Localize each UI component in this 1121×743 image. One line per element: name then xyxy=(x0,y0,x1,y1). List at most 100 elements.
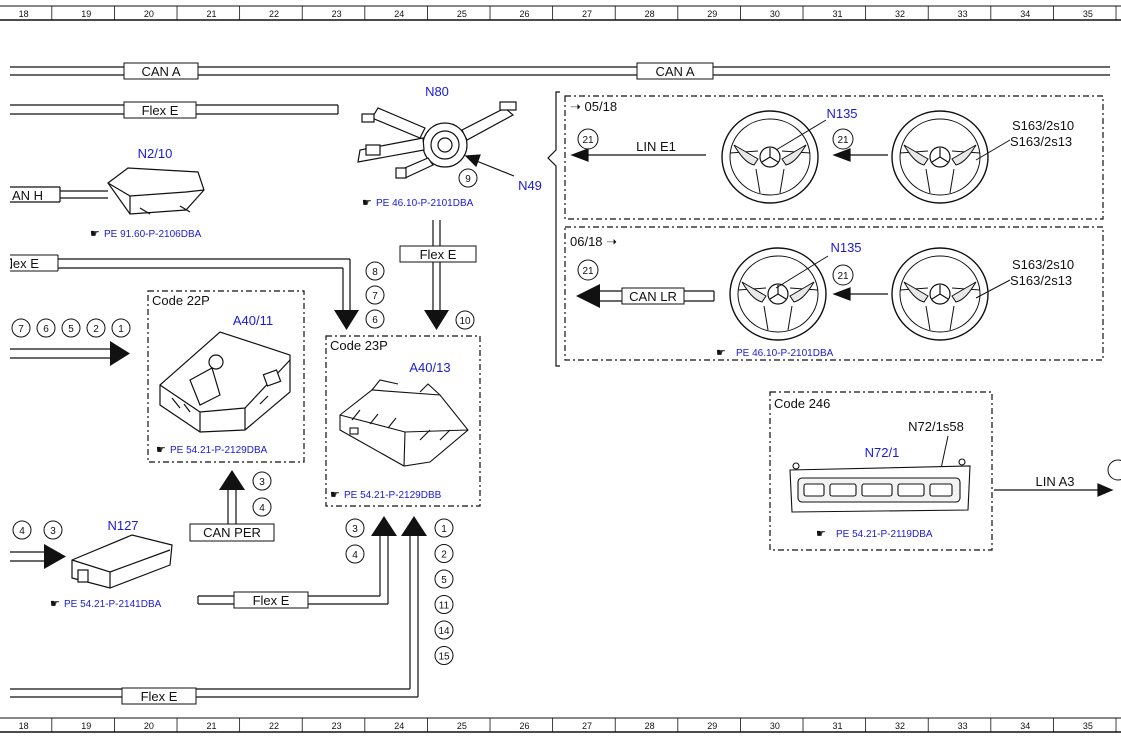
n135-label-lower: N135 xyxy=(830,240,861,255)
n72-1s58-label: N72/1s58 xyxy=(908,419,964,434)
can-lr-arrow xyxy=(576,284,600,308)
grid-cell: 22 xyxy=(269,718,303,732)
n49-label: N49 xyxy=(518,178,542,193)
grid-cell: 22 xyxy=(269,6,303,20)
svg-text:30: 30 xyxy=(770,9,780,19)
n72-1-label: N72/1 xyxy=(865,445,900,460)
arrow-into-a40-13 xyxy=(424,310,449,330)
circle-number: 14 xyxy=(434,620,454,640)
can-lr-label: CAN LR xyxy=(629,289,677,304)
circle-number: 2 xyxy=(434,544,454,563)
svg-text:☛: ☛ xyxy=(156,444,166,456)
left-arrow-head xyxy=(110,341,130,366)
svg-text:5: 5 xyxy=(68,324,74,335)
svg-text:PE 54.21-P-2129DBA: PE 54.21-P-2129DBA xyxy=(170,445,268,456)
version-from-label: ➝ 05/18 xyxy=(570,99,617,114)
grid-cell: 35 xyxy=(1083,718,1117,732)
a40-11-label: A40/11 xyxy=(233,313,273,328)
svg-text:28: 28 xyxy=(645,9,655,19)
svg-text:21: 21 xyxy=(837,135,849,146)
svg-text:2: 2 xyxy=(441,550,447,561)
circle-number: 6 xyxy=(36,318,56,338)
flex-e-left-bus xyxy=(10,258,351,310)
circle-number: 8 xyxy=(365,261,385,281)
svg-text:21: 21 xyxy=(206,9,216,19)
svg-text:☛: ☛ xyxy=(50,598,60,610)
arrow-into-code23p xyxy=(334,310,359,330)
ref-n135: ☛ PE 46.10-P-2101DBA xyxy=(716,347,834,359)
svg-text:6: 6 xyxy=(372,315,378,326)
ref-n80: ☛ PE 46.10-P-2101DBA xyxy=(362,197,474,209)
version-until-label: 06/18 ➝ xyxy=(570,234,617,249)
n127-label: N127 xyxy=(107,518,138,533)
svg-text:4: 4 xyxy=(352,550,358,561)
circle-number: 3 xyxy=(43,520,63,540)
steering-wheel-n135-upper xyxy=(721,110,819,204)
grid-cell: 28 xyxy=(645,718,679,732)
svg-text:32: 32 xyxy=(895,721,905,731)
ref-n2-10: ☛ PE 91.60-P-2106DBA xyxy=(90,228,202,240)
circle-number: 6 xyxy=(365,309,385,329)
code-23p-label: Code 23P xyxy=(330,338,388,353)
steering-wheel-s163-lower xyxy=(891,247,989,341)
svg-text:14: 14 xyxy=(438,626,450,637)
circle-number: 5 xyxy=(434,569,454,589)
svg-text:23: 23 xyxy=(332,9,342,19)
n135-leader-upper xyxy=(775,119,827,151)
ref-a40-13: ☛ PE 54.21-P-2129DBB xyxy=(330,489,442,501)
circles-stack-upper: 8 7 6 xyxy=(365,261,385,329)
svg-text:24: 24 xyxy=(394,9,404,19)
a40-13-label: A40/13 xyxy=(409,360,450,375)
flex-e-label-bottom: Flex E xyxy=(141,689,178,704)
grid-cell: 21 xyxy=(206,6,241,20)
grid-cell: 18 xyxy=(19,718,53,732)
grid-cell: 35 xyxy=(1083,6,1117,20)
svg-text:22: 22 xyxy=(269,9,279,19)
svg-text:32: 32 xyxy=(895,9,905,19)
svg-text:30: 30 xyxy=(770,721,780,731)
flex-e-label-center: Flex E xyxy=(420,247,457,262)
svg-text:33: 33 xyxy=(958,721,968,731)
svg-text:29: 29 xyxy=(707,721,717,731)
svg-text:10: 10 xyxy=(459,316,471,327)
flex-e-label-top: Flex E xyxy=(142,103,179,118)
circle-number: 7 xyxy=(365,285,385,305)
svg-text:☛: ☛ xyxy=(716,347,726,359)
svg-text:31: 31 xyxy=(832,721,842,731)
s163-leader-lower xyxy=(975,279,1011,299)
grid-cell: 19 xyxy=(81,6,115,20)
grid-cell: 28 xyxy=(645,6,679,20)
code-22p-box xyxy=(147,290,305,463)
svg-text:21: 21 xyxy=(582,266,594,277)
version-brace xyxy=(547,91,560,367)
circle-number: 5 xyxy=(61,318,81,338)
svg-text:34: 34 xyxy=(1020,9,1030,19)
svg-text:1: 1 xyxy=(118,324,124,335)
code-246-box xyxy=(769,391,993,551)
svg-text:5: 5 xyxy=(441,575,447,586)
left-double-arrow xyxy=(10,348,112,359)
lin-e1-label: LIN E1 xyxy=(636,139,676,154)
can-per-label: CAN PER xyxy=(203,525,261,540)
svg-text:26: 26 xyxy=(519,721,529,731)
flex-e-label-mid: Flex E xyxy=(253,593,290,608)
flex-e-bottom-bus xyxy=(10,536,419,698)
arrow-up-code23p-1 xyxy=(371,516,397,536)
svg-text:☛: ☛ xyxy=(330,489,340,501)
grid-cell: 33 xyxy=(958,6,992,20)
lin-e1-arrow xyxy=(570,148,706,162)
s163-2s10-lower: S163/2s10 xyxy=(1012,257,1074,272)
grid-cell: 34 xyxy=(1020,6,1054,20)
n135-leader-lower xyxy=(775,255,829,289)
flex-e-label-left: lex E xyxy=(10,256,39,271)
circle-number: 4 xyxy=(12,520,32,540)
svg-text:31: 31 xyxy=(832,9,842,19)
svg-text:PE 46.10-P-2101DBA: PE 46.10-P-2101DBA xyxy=(736,348,834,359)
grid-cell: 26 xyxy=(519,6,554,20)
grid-cell: 25 xyxy=(457,6,491,20)
svg-text:PE 46.10-P-2101DBA: PE 46.10-P-2101DBA xyxy=(376,198,474,209)
svg-text:6: 6 xyxy=(43,324,49,335)
circle-number: 2 xyxy=(86,318,106,338)
a40-11-module xyxy=(159,331,291,433)
